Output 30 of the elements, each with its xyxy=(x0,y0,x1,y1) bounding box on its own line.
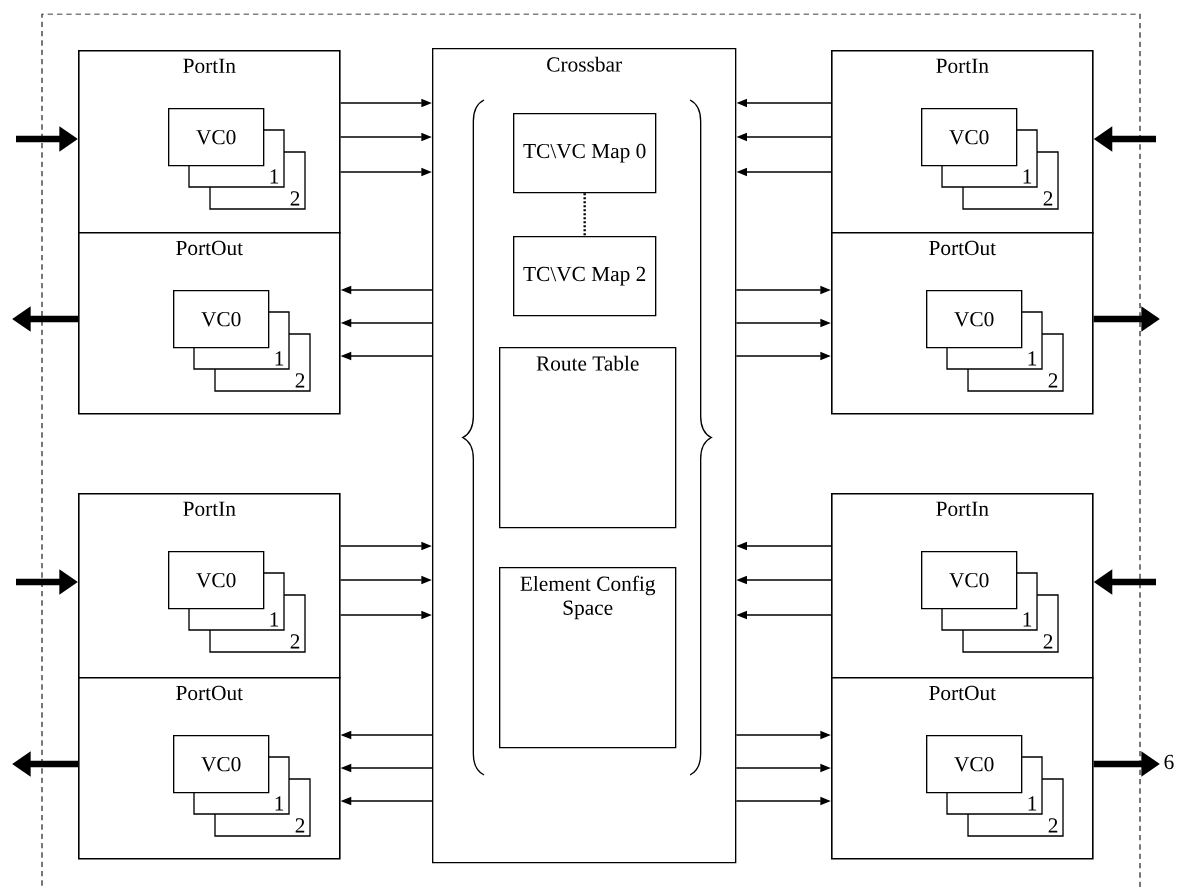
queue-number: 2 xyxy=(1048,373,1058,388)
queue-number: 1 xyxy=(270,612,279,627)
queue-number: 2 xyxy=(1048,818,1058,833)
queue-number: 2 xyxy=(1043,634,1053,649)
queue-number: 2 xyxy=(1043,191,1053,206)
queue-box: VC0 xyxy=(921,551,1018,610)
queue-box: VC0 xyxy=(926,735,1023,794)
queue-box: VC0 xyxy=(173,735,270,794)
queue-number: 2 xyxy=(290,191,300,206)
queue-number: 2 xyxy=(295,373,305,388)
queue-box: VC0 xyxy=(921,108,1018,167)
config-space-box: Element Config Space xyxy=(499,567,677,749)
queue-number: 2 xyxy=(295,818,305,833)
queue-box: VC0 xyxy=(168,108,265,167)
queue-number: 1 xyxy=(275,351,284,366)
map-box: TC\VC Map 2 xyxy=(513,236,657,317)
queue-number: 2 xyxy=(290,634,300,649)
queue-box: VC0 xyxy=(926,290,1023,349)
table-box: Route Table xyxy=(499,347,677,529)
queue-box: VC0 xyxy=(168,551,265,610)
number-label: 6 xyxy=(1164,754,1174,770)
queue-number: 1 xyxy=(275,796,284,811)
queue-box: VC0 xyxy=(173,290,270,349)
queue-number: 1 xyxy=(1028,796,1037,811)
queue-number: 1 xyxy=(1023,169,1032,184)
queue-number: 1 xyxy=(1023,612,1032,627)
map-box: TC\VC Map 0 xyxy=(513,113,657,194)
dotted-line xyxy=(583,193,586,236)
queue-number: 1 xyxy=(270,169,279,184)
queue-number: 1 xyxy=(1028,351,1037,366)
